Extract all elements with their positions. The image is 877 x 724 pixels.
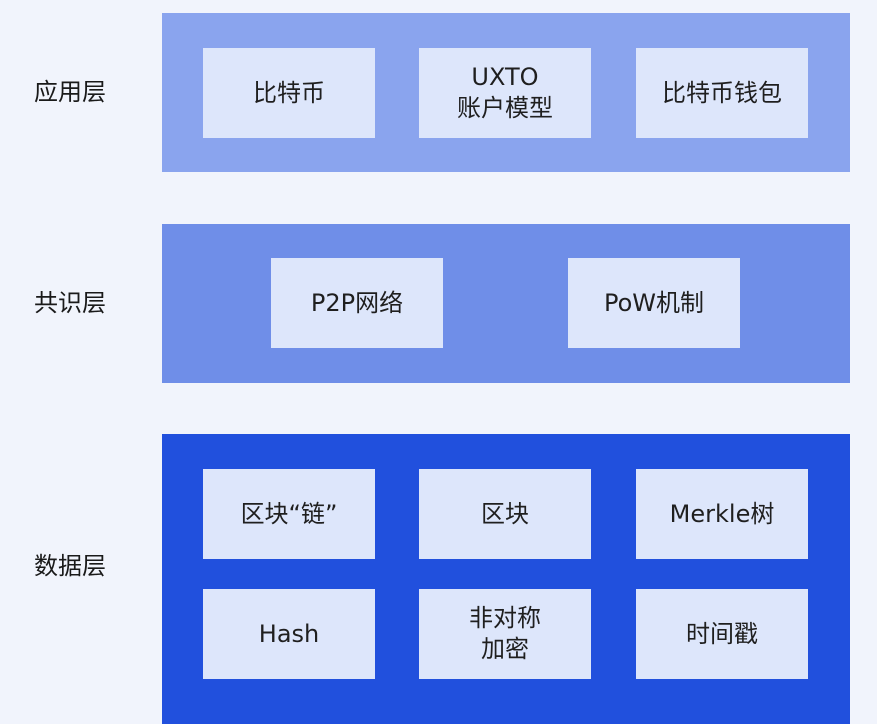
box-line: 比特币 xyxy=(253,78,325,107)
consensus-layer-band xyxy=(162,224,850,383)
box-uxto-account-model: UXTO 账户模型 xyxy=(419,48,591,138)
box-line: 区块“链” xyxy=(240,499,338,528)
box-line: UXTO xyxy=(471,63,539,91)
box-line: 加密 xyxy=(481,635,529,663)
box-line: 非对称 xyxy=(469,604,541,632)
box-line: 时间戳 xyxy=(686,619,758,648)
box-line: PoW机制 xyxy=(603,288,705,317)
box-hash: Hash xyxy=(203,589,375,679)
box-line: 账户模型 xyxy=(457,94,553,122)
box-pow-mechanism: PoW机制 xyxy=(568,258,740,348)
box-line: 比特币钱包 xyxy=(662,78,782,107)
box-merkle-tree: Merkle树 xyxy=(636,469,808,559)
box-blockchain: 区块“链” xyxy=(203,469,375,559)
layer-label-app: 应用层 xyxy=(34,78,106,106)
box-bitcoin: 比特币 xyxy=(203,48,375,138)
box-line: P2P网络 xyxy=(310,288,404,317)
box-line: Hash xyxy=(258,619,320,648)
layer-label-consensus: 共识层 xyxy=(34,289,106,317)
box-bitcoin-wallet: 比特币钱包 xyxy=(636,48,808,138)
box-line: 区块 xyxy=(481,499,529,528)
box-timestamp: 时间戳 xyxy=(636,589,808,679)
box-line: Merkle树 xyxy=(669,499,775,528)
layer-label-data: 数据层 xyxy=(34,552,106,580)
box-p2p-network: P2P网络 xyxy=(271,258,443,348)
box-block: 区块 xyxy=(419,469,591,559)
box-asymmetric-encryption: 非对称 加密 xyxy=(419,589,591,679)
